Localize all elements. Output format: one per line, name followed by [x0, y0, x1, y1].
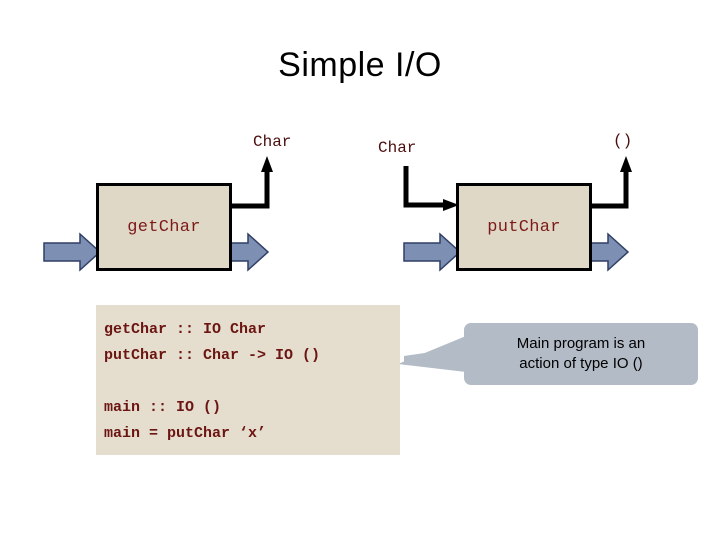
block-arrow-putchar-world-out	[589, 232, 630, 272]
process-box-getchar[interactable]: getChar	[96, 183, 232, 271]
process-box-getchar-label: getChar	[127, 217, 201, 237]
callout-tail	[398, 336, 466, 372]
connector-getchar-output	[230, 156, 273, 209]
connector-putchar-output	[590, 156, 632, 209]
code-line: main :: IO ()	[104, 399, 222, 416]
type-label-putchar-output: ()	[613, 132, 633, 150]
code-block: getChar :: IO Char putChar :: Char -> IO…	[96, 305, 400, 455]
code-line: getChar :: IO Char	[104, 321, 267, 338]
process-box-putchar[interactable]: putChar	[456, 183, 592, 271]
callout-box: Main program is an action of type IO ()	[464, 323, 698, 385]
code-line: main = putChar ‘x’	[104, 425, 267, 442]
block-arrow-getchar-world-out	[229, 232, 270, 272]
code-line: putChar :: Char -> IO ()	[104, 347, 321, 364]
block-arrow-putchar-world-in	[403, 232, 462, 272]
callout-line: action of type IO ()	[519, 355, 643, 372]
type-label-getchar-output: Char	[253, 133, 292, 151]
type-label-putchar-input: Char	[378, 139, 417, 157]
code-line-blank	[104, 369, 400, 395]
block-arrow-getchar-world-in	[43, 232, 102, 272]
connector-putchar-input	[403, 166, 459, 211]
callout-line: Main program is an	[516, 335, 646, 352]
page-title: Simple I/O	[278, 46, 442, 84]
process-box-putchar-label: putChar	[487, 217, 561, 237]
